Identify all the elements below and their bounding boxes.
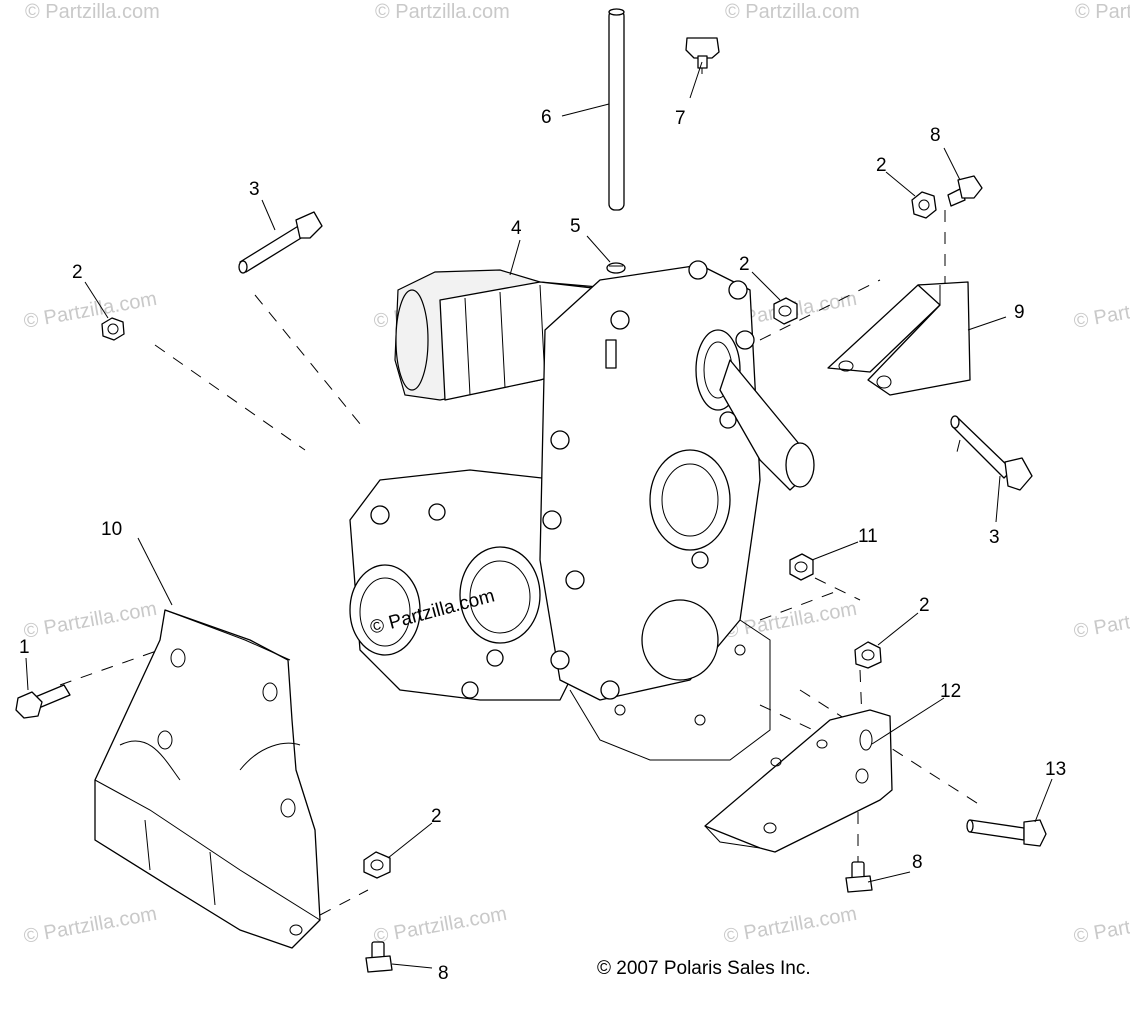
- callout-8: 8: [930, 125, 941, 146]
- part-8-bolt-bottom[interactable]: [365, 941, 393, 973]
- watermark-text: © Partzilla.com: [725, 1, 860, 23]
- watermark-text: © Partzilla.com: [22, 288, 159, 333]
- part-2-nut-bottom[interactable]: [363, 851, 391, 879]
- watermark-text: © Partzilla.com: [25, 1, 160, 23]
- part-4-transmission[interactable]: © Partzilla.com: [349, 260, 815, 761]
- part-8-bolt-bottom-right[interactable]: [845, 861, 873, 893]
- part-13-bolt[interactable]: [966, 819, 1047, 847]
- callout-2: 2: [431, 806, 442, 827]
- part-2-nut-top-right[interactable]: [911, 191, 937, 219]
- part-10-bracket[interactable]: [94, 609, 321, 949]
- callout-3: 3: [989, 527, 1000, 548]
- part-1-bolt[interactable]: [15, 684, 71, 719]
- part-11-nut[interactable]: [789, 553, 814, 581]
- part-2-nut-center[interactable]: [773, 297, 798, 325]
- part-6-tube[interactable]: [608, 8, 625, 211]
- callout-2: 2: [739, 254, 750, 275]
- watermark-text: © Partzilla.com: [722, 903, 859, 948]
- assembly-lines: [59, 210, 981, 916]
- callout-7: 7: [675, 108, 686, 129]
- callout-5: 5: [570, 216, 581, 237]
- callout-6: 6: [541, 107, 552, 128]
- part-8-bolt-top-right[interactable]: [947, 175, 983, 207]
- part-9-bracket[interactable]: [827, 281, 971, 396]
- part-3-bolt-right[interactable]: [950, 415, 1033, 491]
- callout-11: 11: [858, 526, 878, 547]
- callout-2: 2: [72, 262, 83, 283]
- watermark-text: © Partzilla.com: [1075, 1, 1130, 23]
- callout-labels: 6 7 3 2 4 5 2 2 8 9 3 10 1 11 2 12 13 8 …: [19, 107, 1066, 984]
- callout-9: 9: [1014, 302, 1025, 323]
- part-2-nut-right-middle[interactable]: [854, 641, 882, 669]
- callout-10: 10: [101, 519, 122, 540]
- watermark-text: © Partzilla.com: [375, 1, 510, 23]
- part-7-sensor[interactable]: [685, 37, 720, 74]
- watermark-text: © Partzilla.com: [372, 903, 509, 948]
- part-5-clip[interactable]: [606, 262, 626, 274]
- callout-1: 1: [19, 637, 30, 658]
- watermark-text: © Partzilla.com: [22, 903, 159, 948]
- watermark-text: © Partzilla.com: [1072, 288, 1130, 333]
- callout-4: 4: [511, 218, 522, 239]
- watermark-text: © Partzilla.com: [1072, 903, 1130, 948]
- copyright-text: © 2007 Polaris Sales Inc.: [597, 958, 811, 979]
- part-12-bracket[interactable]: [704, 709, 893, 853]
- callout-3: 3: [249, 179, 260, 200]
- callout-2: 2: [876, 155, 887, 176]
- callout-8: 8: [912, 852, 923, 873]
- part-3-bolt-left[interactable]: [238, 211, 323, 274]
- watermark-text: © Partzilla.com: [22, 598, 159, 643]
- leader-lines: [25, 61, 1053, 969]
- callout-2: 2: [919, 595, 930, 616]
- callout-12: 12: [940, 681, 961, 702]
- callout-8: 8: [438, 963, 449, 984]
- watermark-text: © Partzilla.com: [1072, 598, 1130, 643]
- part-2-nut-left[interactable]: [101, 317, 125, 341]
- callout-13: 13: [1045, 759, 1066, 780]
